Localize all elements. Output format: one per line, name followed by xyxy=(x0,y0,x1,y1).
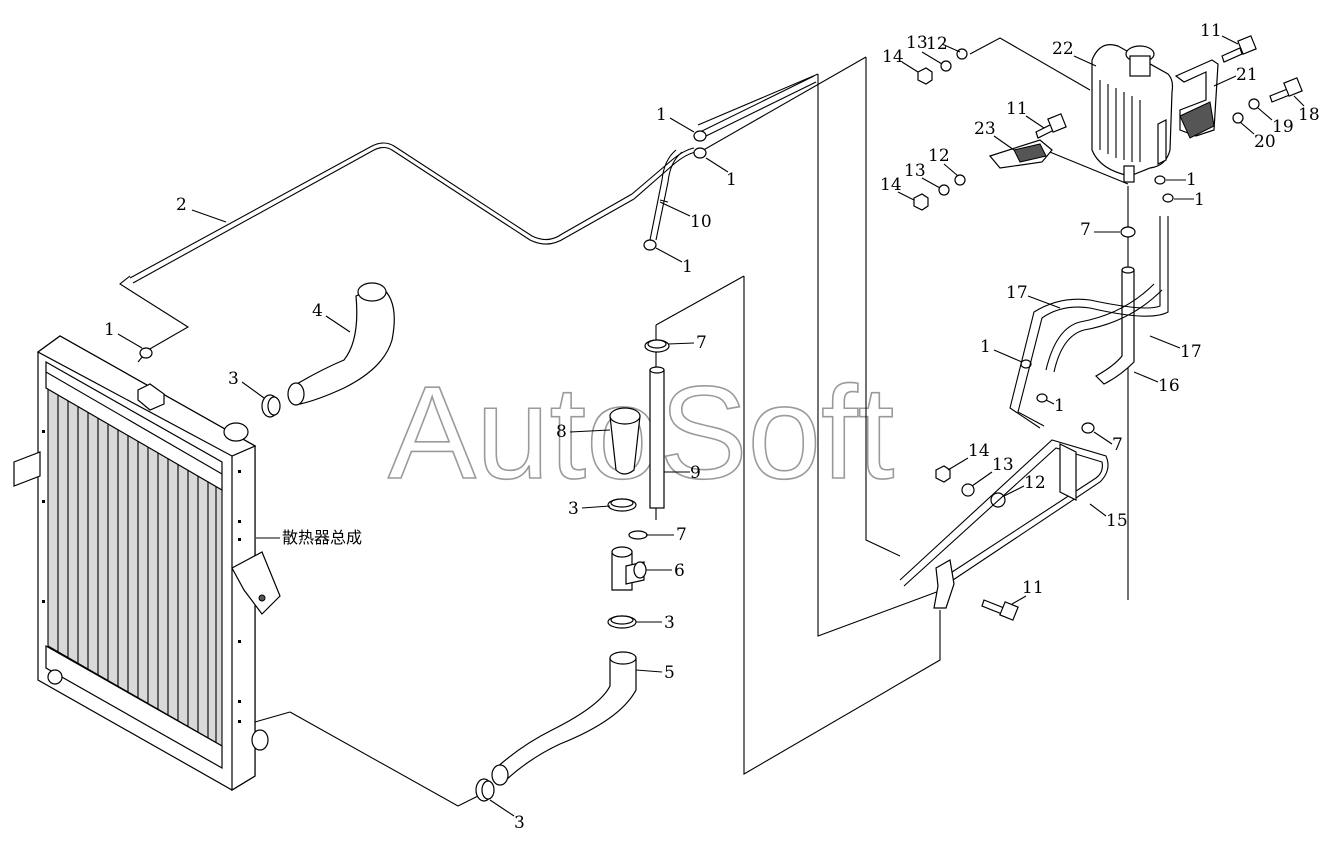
label-5: 5 xyxy=(664,663,675,683)
clamps-1 xyxy=(139,130,1174,403)
tank-ribs xyxy=(1099,80,1141,162)
clamp-7-upper xyxy=(644,339,670,353)
tube-9 xyxy=(649,366,665,509)
label-17: 17 xyxy=(1180,342,1202,362)
radiator-assembly xyxy=(13,335,281,792)
label-18: 18 xyxy=(1298,105,1320,125)
expansion-tank-22 xyxy=(1091,44,1174,183)
label-7: 7 xyxy=(1080,220,1091,240)
label-13: 13 xyxy=(906,33,928,53)
bracket-21 xyxy=(1174,59,1219,139)
part-labels: 2 1 4 3 1 1 10 1 7 8 9 3 7 6 3 5 3 xyxy=(104,21,1320,833)
label-3: 3 xyxy=(568,499,579,519)
label-22: 22 xyxy=(1052,39,1074,59)
bracket-23 xyxy=(988,139,1053,169)
label-11: 11 xyxy=(1022,578,1044,598)
filler-neck-8 xyxy=(609,407,641,475)
clamp-3-lower xyxy=(607,615,637,629)
label-7: 7 xyxy=(696,333,707,353)
label-6: 6 xyxy=(674,561,685,581)
label-14: 14 xyxy=(882,47,904,67)
fasteners xyxy=(913,35,1303,621)
pipe-15 xyxy=(899,439,1109,609)
pipe-17a xyxy=(1009,216,1169,429)
label-7: 7 xyxy=(1112,435,1123,455)
label-13: 13 xyxy=(904,161,926,181)
label-16: 16 xyxy=(1158,376,1180,396)
label-1: 1 xyxy=(1054,396,1065,416)
label-14: 14 xyxy=(880,175,902,195)
label-1: 1 xyxy=(980,337,991,357)
pipe-16 xyxy=(1095,266,1135,385)
label-1: 1 xyxy=(1186,170,1197,190)
label-1: 1 xyxy=(656,105,667,125)
connector-lines xyxy=(119,37,1129,807)
label-23: 23 xyxy=(974,119,996,139)
label-8: 8 xyxy=(556,422,567,442)
clamp-7-middle xyxy=(628,530,648,540)
pipe-2 xyxy=(129,142,697,284)
assembly-label: 散热器总成 xyxy=(282,528,362,547)
label-19: 19 xyxy=(1272,117,1294,137)
label-15: 15 xyxy=(1106,511,1128,531)
label-3: 3 xyxy=(664,613,675,633)
pipe-17b xyxy=(1045,283,1163,373)
label-20: 20 xyxy=(1254,132,1276,152)
clamp-3-middle xyxy=(607,498,637,512)
label-1: 1 xyxy=(726,170,737,190)
hose-4 xyxy=(287,282,395,406)
clamp-3-bottom xyxy=(475,778,495,802)
tee-6 xyxy=(611,546,647,591)
label-21: 21 xyxy=(1236,65,1258,85)
label-12: 12 xyxy=(928,146,950,166)
label-17: 17 xyxy=(1006,283,1028,303)
label-3: 3 xyxy=(514,813,525,833)
label-1: 1 xyxy=(682,257,693,277)
hose-5 xyxy=(491,651,637,786)
clamp-3-top xyxy=(261,394,281,418)
label-12: 12 xyxy=(926,34,948,54)
label-2: 2 xyxy=(176,195,187,215)
upper-tube xyxy=(699,75,817,139)
label-13: 13 xyxy=(992,455,1014,475)
label-12: 12 xyxy=(1024,473,1046,493)
label-11: 11 xyxy=(1200,21,1222,41)
label-10: 10 xyxy=(690,212,712,232)
label-1: 1 xyxy=(1194,190,1205,210)
label-9: 9 xyxy=(690,463,701,483)
watermark: AutoSoft xyxy=(388,359,894,506)
label-3: 3 xyxy=(228,369,239,389)
label-4: 4 xyxy=(312,301,323,321)
label-7: 7 xyxy=(676,525,687,545)
label-1: 1 xyxy=(104,320,115,340)
label-11: 11 xyxy=(1006,99,1028,119)
pipe-10 xyxy=(649,149,683,241)
radiator-fins xyxy=(57,394,217,744)
label-14: 14 xyxy=(968,441,990,461)
